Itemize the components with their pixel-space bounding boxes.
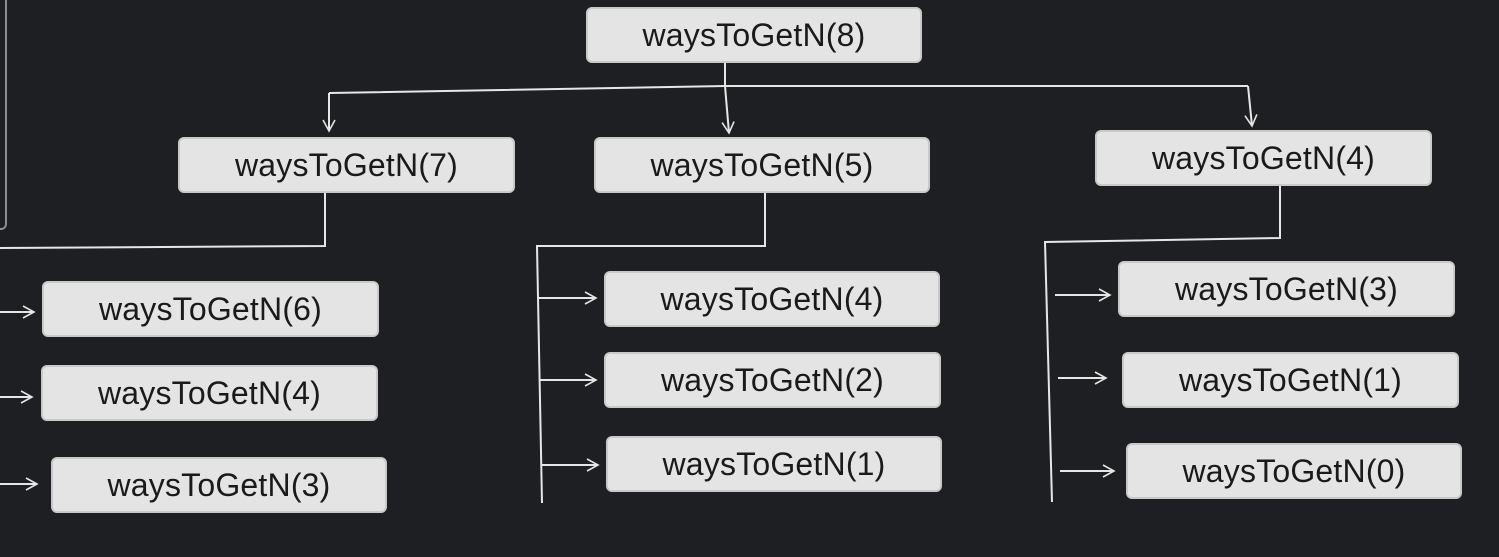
node-level1-left: waysToGetN(7) <box>178 137 515 193</box>
node-middle-child-1: waysToGetN(4) <box>604 271 940 327</box>
node-level1-right: waysToGetN(4) <box>1095 130 1432 186</box>
node-middle-child-3: waysToGetN(1) <box>606 436 942 492</box>
root-bus <box>328 85 1248 94</box>
edge-root-to-c2 <box>721 85 735 135</box>
node-level1-middle: waysToGetN(5) <box>594 137 930 193</box>
node-left-child-2: waysToGetN(4) <box>41 365 378 421</box>
c3-stem <box>1043 186 1281 503</box>
node-left-child-3: waysToGetN(3) <box>51 457 387 513</box>
c2-stem <box>535 193 766 504</box>
node-right-child-3: waysToGetN(0) <box>1126 443 1462 499</box>
c1-stem <box>0 193 326 249</box>
left-frame-edge <box>0 0 7 230</box>
node-root: waysToGetN(8) <box>586 7 922 63</box>
node-right-child-1: waysToGetN(3) <box>1118 261 1455 317</box>
node-middle-child-2: waysToGetN(2) <box>604 352 941 408</box>
node-left-child-1: waysToGetN(6) <box>42 281 379 337</box>
edge-root-to-c3 <box>1244 85 1258 128</box>
node-right-child-2: waysToGetN(1) <box>1122 352 1459 408</box>
